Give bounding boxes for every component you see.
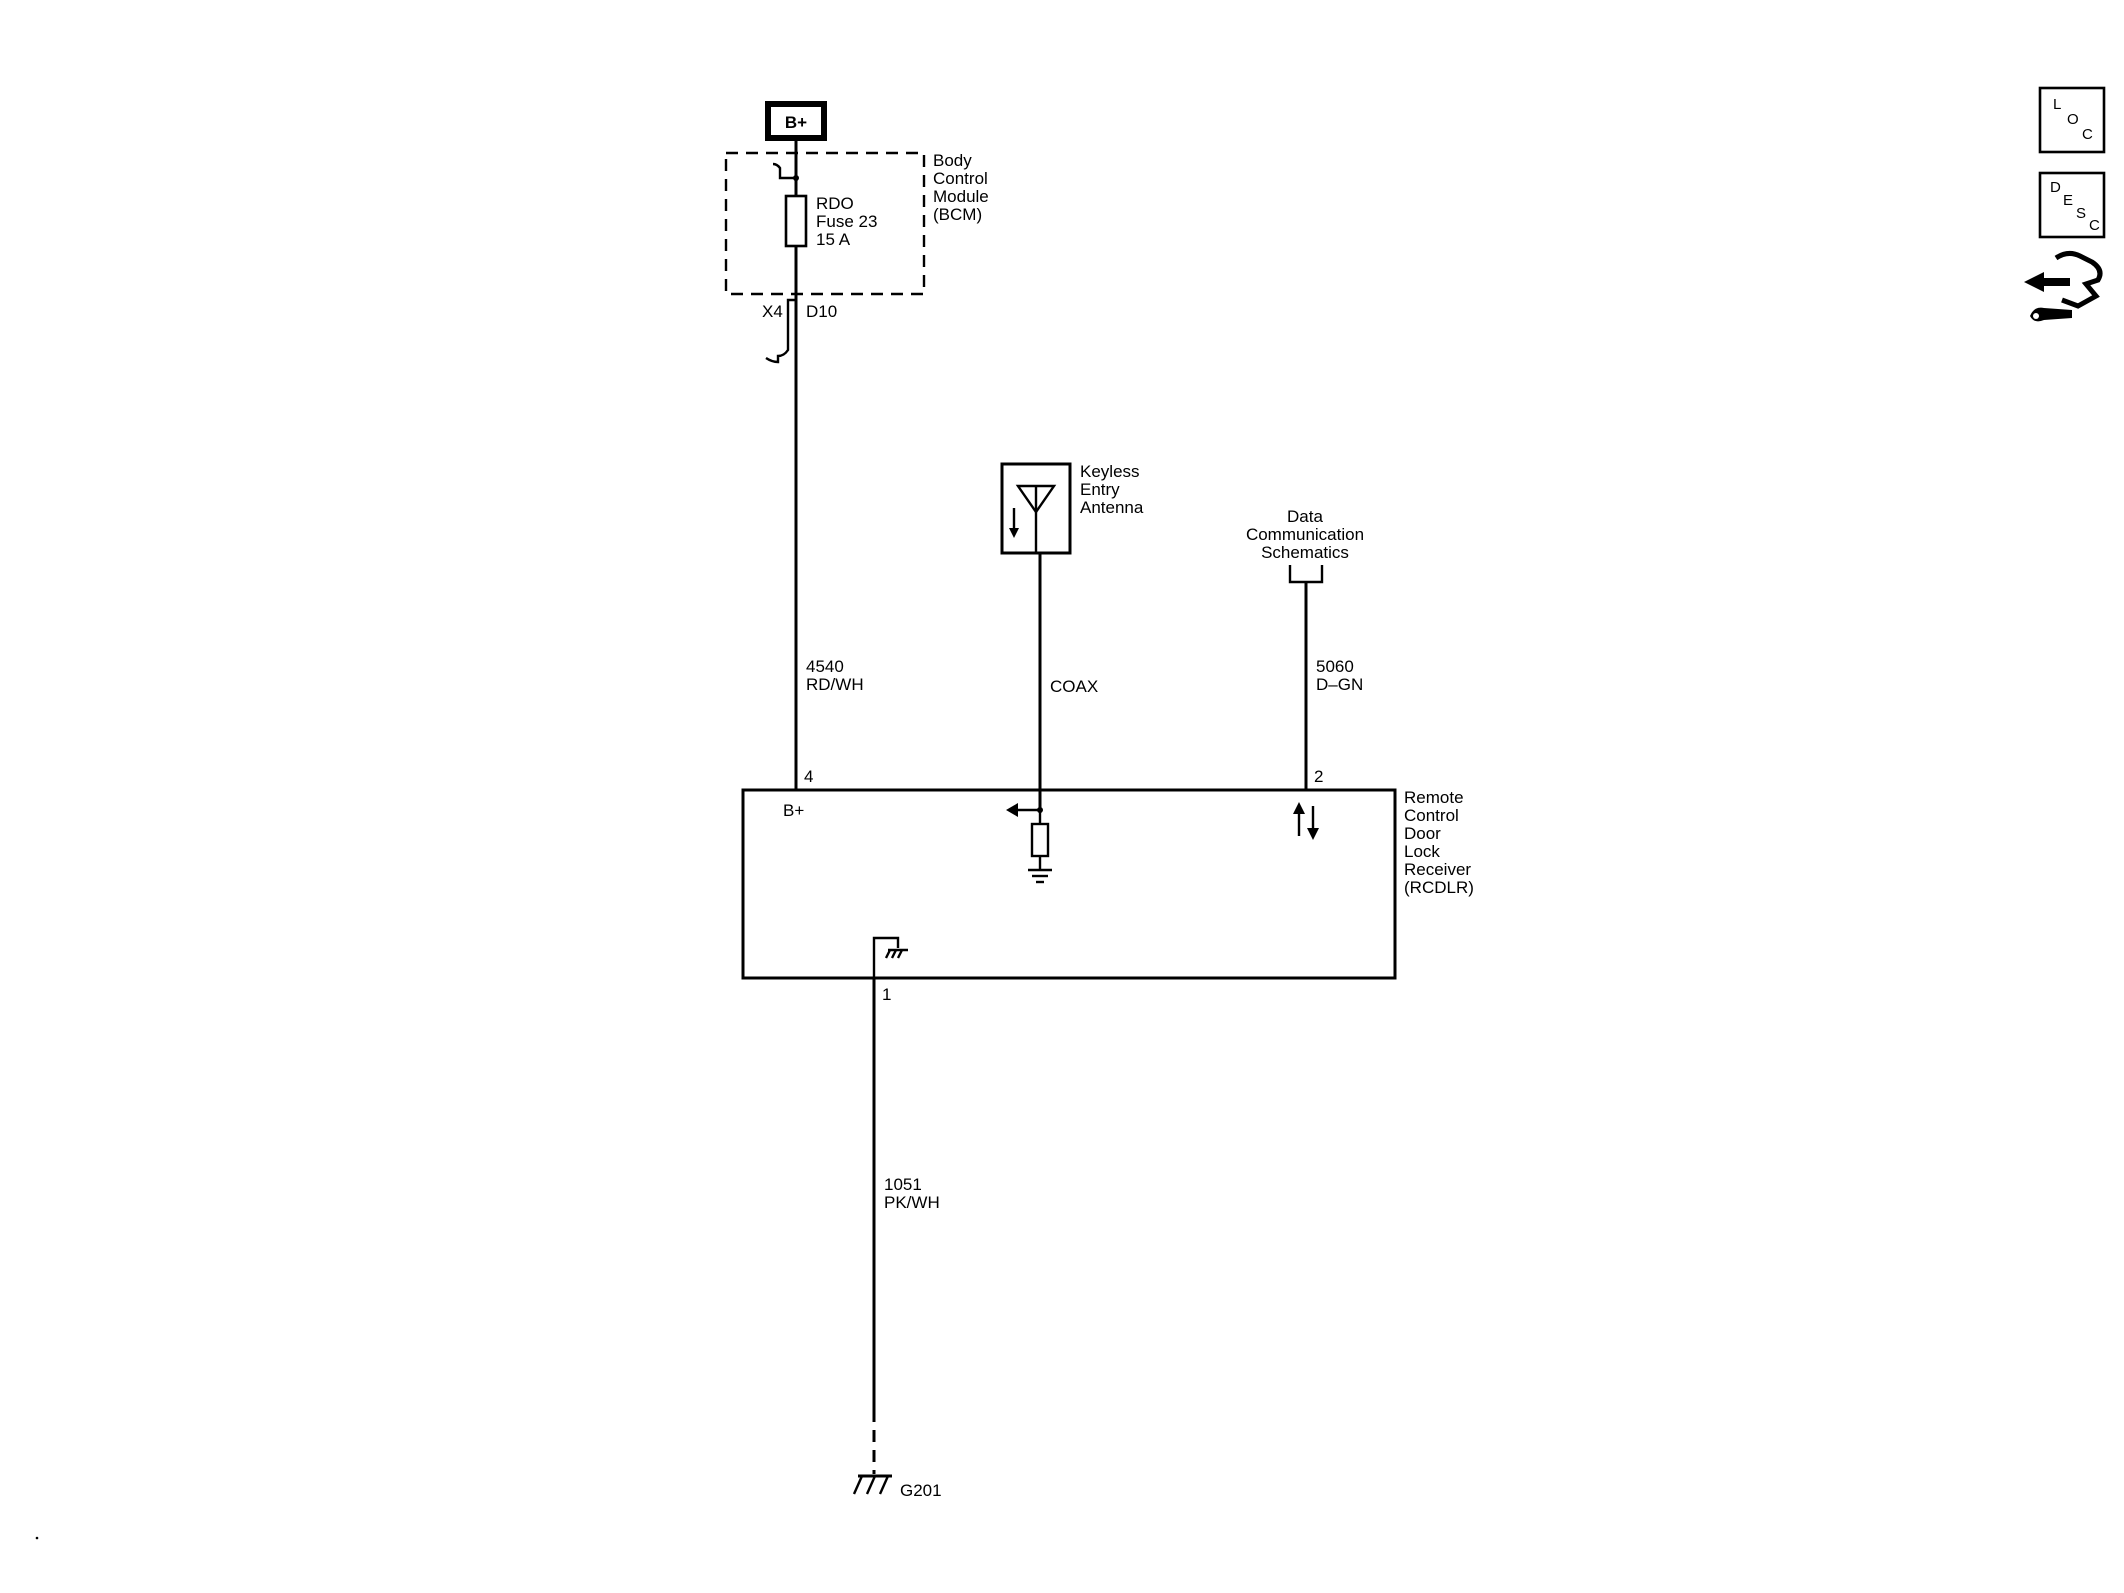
- antenna-label-line-2: Entry: [1080, 480, 1120, 499]
- antenna-label: Keyless Entry Antenna: [1080, 462, 1144, 517]
- bcm-label-line-4: (BCM): [933, 205, 982, 224]
- desc-button[interactable]: D E S C: [2038, 171, 2106, 239]
- power-source-label: B+: [785, 113, 807, 132]
- bcm-label: Body Control Module (BCM): [933, 151, 989, 224]
- ground-wire-circuit: 1051: [884, 1175, 922, 1194]
- rcdlr-label-line-6: (RCDLR): [1404, 878, 1474, 897]
- rcdlr-pin-data: 2: [1314, 767, 1323, 786]
- bcm-label-line-1: Body: [933, 151, 972, 170]
- loc-letter-c: C: [2082, 126, 2093, 143]
- rcdlr-b-plus-label: B+: [783, 801, 804, 820]
- fuse-icon[interactable]: [784, 194, 808, 248]
- desc-letter-d: D: [2050, 179, 2061, 196]
- rcdlr-label-line-5: Receiver: [1404, 860, 1471, 879]
- ground-point-g201[interactable]: [852, 1474, 892, 1495]
- antenna-input-arrow: [1006, 803, 1043, 817]
- power-wire-color: RD/WH: [806, 675, 864, 694]
- connector-tool-icon: [2024, 250, 2103, 322]
- fuse-label-line-2: Fuse 23: [816, 212, 877, 231]
- connector-tool-button[interactable]: [2024, 250, 2103, 322]
- data-link-line-3: Schematics: [1261, 543, 1349, 562]
- coax-wire-label: COAX: [1050, 677, 1098, 696]
- rcdlr-label-line-1: Remote: [1404, 788, 1464, 807]
- rcdlr-label-line-3: Door: [1404, 824, 1441, 843]
- power-source-b-plus[interactable]: B+: [765, 101, 827, 141]
- bcm-module-box: [724, 151, 926, 296]
- rcdlr-label-line-4: Lock: [1404, 842, 1440, 861]
- resistor-icon: [1030, 810, 1050, 870]
- data-link-line-1: Data: [1287, 507, 1323, 526]
- case-ground-icon: [872, 936, 908, 978]
- antenna-icon[interactable]: [1000, 462, 1072, 555]
- rcdlr-label: Remote Control Door Lock Receiver (RCDLR…: [1404, 788, 1474, 897]
- loc-letter-o: O: [2067, 111, 2079, 128]
- rcdlr-pin-ground: 1: [882, 985, 891, 1004]
- rcdlr-label-line-2: Control: [1404, 806, 1459, 825]
- fuse-label-line-1: RDO: [816, 194, 854, 213]
- terminal-d10-label: D10: [806, 302, 837, 321]
- bcm-label-line-2: Control: [933, 169, 988, 188]
- desc-letter-e: E: [2063, 192, 2073, 209]
- bcm-internal-connector: [772, 162, 799, 181]
- bcm-connector-x4[interactable]: [765, 298, 796, 364]
- bcm-label-line-3: Module: [933, 187, 989, 206]
- data-link-label[interactable]: Data Communication Schematics: [1246, 507, 1364, 562]
- power-wire-circuit: 4540: [806, 657, 844, 676]
- connector-x4-label: X4: [762, 302, 783, 321]
- desc-letter-c: C: [2089, 217, 2100, 234]
- data-bidirectional-icon: [1293, 802, 1319, 840]
- rcdlr-pin-power: 4: [804, 767, 813, 786]
- data-link-connector: [1288, 565, 1324, 584]
- stray-dot: [35, 1536, 39, 1540]
- data-wire-circuit: 5060: [1316, 657, 1354, 676]
- antenna-label-line-3: Antenna: [1080, 498, 1144, 517]
- loc-button[interactable]: L O C: [2038, 86, 2106, 154]
- desc-letter-s: S: [2076, 205, 2086, 222]
- ground-point-label: G201: [900, 1481, 942, 1500]
- data-link-line-2: Communication: [1246, 525, 1364, 544]
- loc-icon: L O C: [2053, 96, 2093, 143]
- antenna-label-line-1: Keyless: [1080, 462, 1140, 481]
- desc-icon: D E S C: [2050, 179, 2100, 234]
- rcdlr-module-box[interactable]: [741, 788, 1397, 980]
- ground-wire-color: PK/WH: [884, 1193, 940, 1212]
- fuse-label: RDO Fuse 23 15 A: [816, 194, 877, 249]
- fuse-label-line-3: 15 A: [816, 230, 851, 249]
- ground-icon: [1028, 868, 1052, 884]
- loc-letter-l: L: [2053, 96, 2061, 113]
- data-wire-color: D–GN: [1316, 675, 1363, 694]
